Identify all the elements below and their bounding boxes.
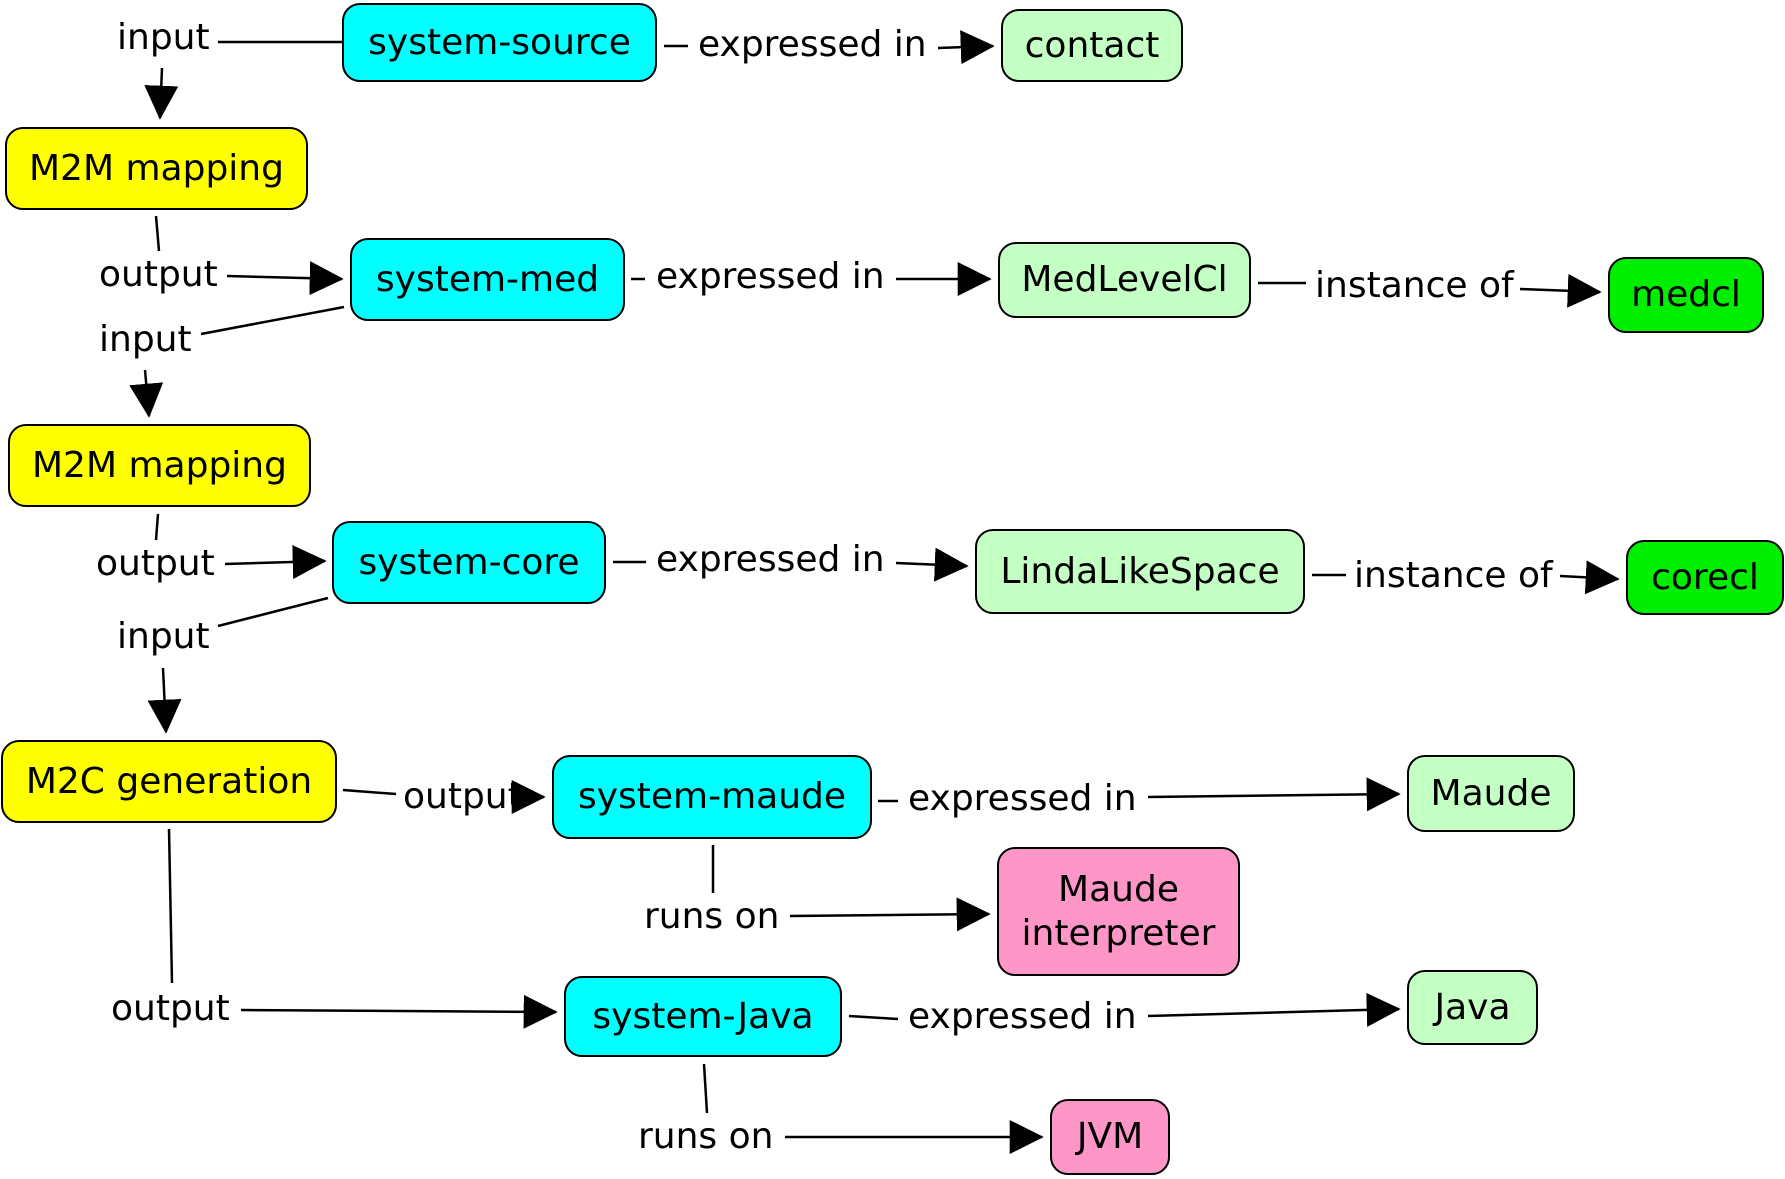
seg-expressed-maudelang <box>1147 777 1401 812</box>
node-system-source[interactable]: system-source <box>342 3 657 82</box>
seg-output-core <box>224 544 327 579</box>
seg-expressed-contact <box>937 30 995 65</box>
seg-m2c-output2 <box>167 828 174 984</box>
node-system-maude[interactable]: system-maude <box>552 755 872 839</box>
edge-label-runs-on-2: runs on <box>638 1116 774 1157</box>
node-system-core[interactable]: system-core <box>332 521 606 604</box>
node-maude[interactable]: Maude <box>1407 755 1575 832</box>
seg-expressed-javalang <box>1147 992 1401 1027</box>
edge-label-output-2: output <box>96 543 215 584</box>
seg-expressed-linda <box>895 547 969 582</box>
edge-label-expressed-in-5: expressed in <box>908 996 1137 1037</box>
seg-m2c-output <box>342 788 397 796</box>
edge-label-input-3: input <box>117 616 210 657</box>
seg-output-java <box>240 994 558 1029</box>
edge-label-expressed-in-1: expressed in <box>698 24 927 65</box>
seg-instance-medcl <box>1519 273 1602 308</box>
node-java[interactable]: Java <box>1407 970 1538 1045</box>
edge-label-input-1: input <box>117 17 210 58</box>
seg-instance-corecl <box>1559 560 1620 595</box>
node-system-java[interactable]: system-Java <box>564 976 842 1057</box>
edge-label-output-1: output <box>99 254 218 295</box>
seg-output-med <box>226 261 344 296</box>
edge-label-expressed-in-4: expressed in <box>908 778 1137 819</box>
edge-label-expressed-in-3: expressed in <box>656 539 885 580</box>
seg-input-m2m2 <box>129 369 164 418</box>
node-lindalikespace[interactable]: LindaLikeSpace <box>975 529 1305 614</box>
node-m2m-mapping-2[interactable]: M2M mapping <box>8 424 311 507</box>
node-m2m-mapping-1[interactable]: M2M mapping <box>5 127 308 210</box>
node-system-med[interactable]: system-med <box>350 238 625 321</box>
seg-input-m2m1 <box>144 67 179 120</box>
seg-java-runson <box>702 1063 709 1114</box>
edge-label-output-4: output <box>111 988 230 1029</box>
node-medcl[interactable]: medcl <box>1608 257 1764 333</box>
node-maude-interpreter[interactable]: Maude interpreter <box>997 847 1240 976</box>
edge-label-output-3: output <box>403 776 522 817</box>
edge-label-instance-of-1: instance of <box>1315 265 1514 306</box>
node-contact[interactable]: contact <box>1001 9 1183 82</box>
edge-label-input-2: input <box>99 319 192 360</box>
node-m2c-generation[interactable]: M2C generation <box>1 740 337 823</box>
seg-input-m2c <box>147 667 182 734</box>
node-jvm[interactable]: JVM <box>1050 1099 1170 1175</box>
seg-med-input <box>200 305 345 336</box>
node-corecl[interactable]: corecl <box>1626 540 1784 615</box>
seg-core-input <box>217 596 329 628</box>
seg-runson-interp <box>789 897 991 932</box>
seg-m2m1-output <box>154 215 161 252</box>
node-medlevelcl[interactable]: MedLevelCl <box>998 242 1251 318</box>
seg-java-expressed <box>848 1014 899 1021</box>
edge-label-expressed-in-2: expressed in <box>656 256 885 297</box>
seg-m2m2-output <box>154 513 160 541</box>
edge-label-instance-of-2: instance of <box>1354 555 1553 596</box>
edge-label-runs-on-1: runs on <box>644 896 780 937</box>
